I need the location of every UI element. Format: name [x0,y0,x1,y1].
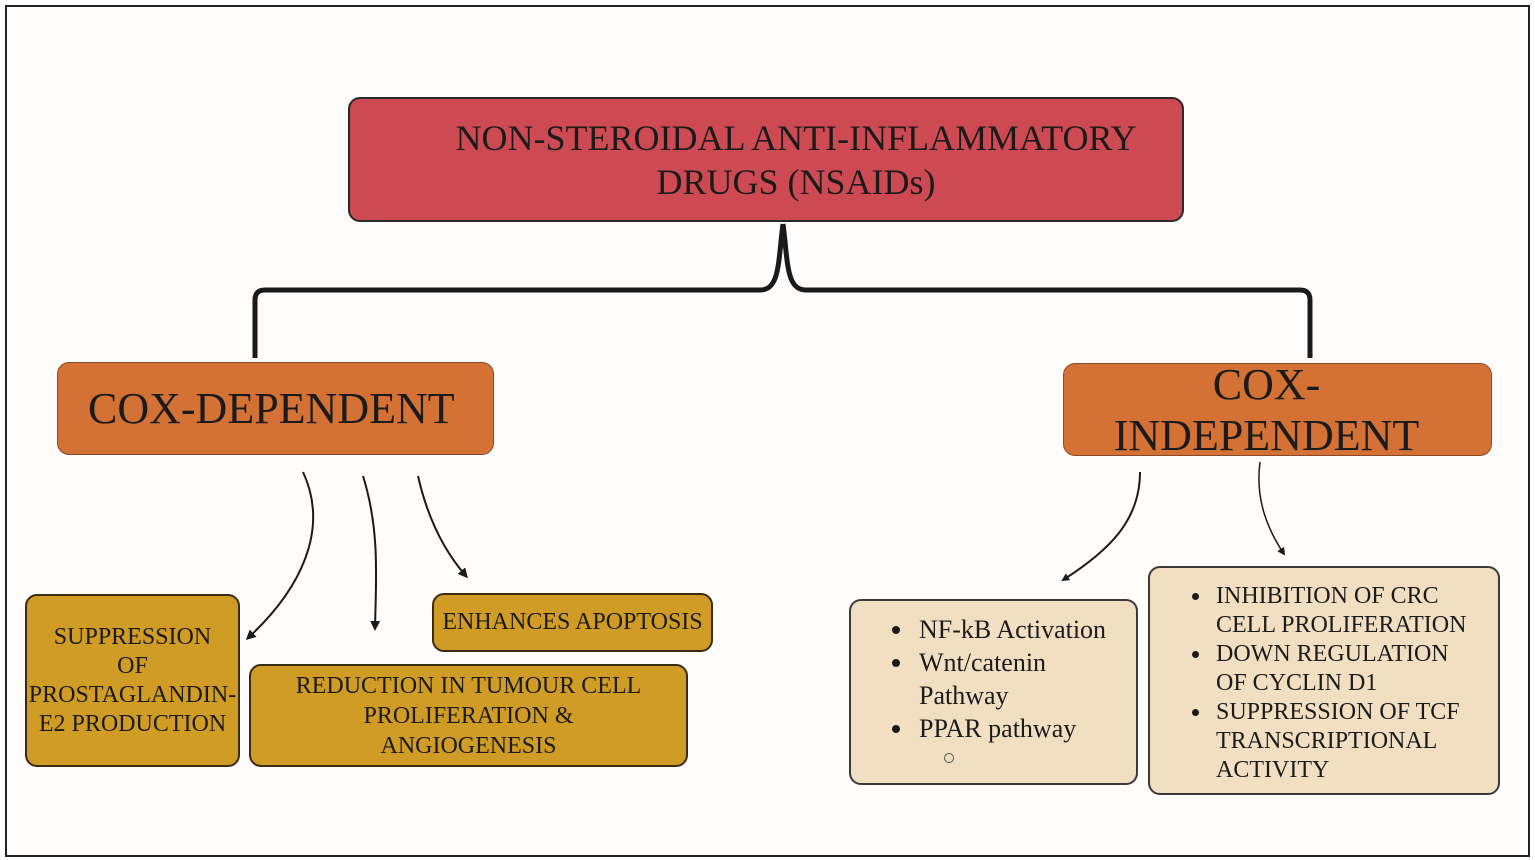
suppression-line: OF [117,652,148,679]
arrow-to-reduction [362,475,381,631]
list-item-line: CELL PROLIFERATION [1216,612,1467,638]
arrow-to-apoptosis [417,475,468,579]
list-item-line: ACTIVITY [1216,757,1330,783]
reduction-line: REDUCTION IN TUMOUR CELL [295,672,642,699]
list-item: NF-kB Activation [891,615,1107,644]
empty-bullet-icon [944,753,954,763]
bracket-right [780,223,1313,358]
list-item-line: SUPPRESSION OF TCF [1216,699,1460,725]
reduction-line: PROLIFERATION & [363,702,574,729]
node-cox-dependent: COX-DEPENDENT [57,362,494,455]
node-reduction-proliferation: REDUCTION IN TUMOUR CELL PROLIFERATION &… [249,664,688,767]
node-cox-independent: COX-INDEPENDENT [1063,360,1492,460]
reduction-line: ANGIOGENESIS [380,732,557,759]
list-item: PPAR pathway [891,712,1106,745]
list-item-line: OF CYCLIN D1 [1216,670,1378,696]
list-item-line: Pathway [919,681,1009,710]
list-item: DOWN REGULATION OF CYCLIN D1 [1191,640,1466,698]
cox-independent-label: COX-INDEPENDENT [1113,359,1420,460]
list-item-line: Wnt/catenin [919,648,1047,677]
node-enhances-apoptosis: ENHANCES APOPTOSIS [432,593,713,652]
list-item-line: TRANSCRIPTIONAL [1216,728,1438,754]
arrow-to-suppression [245,471,315,641]
apoptosis-label: ENHANCES APOPTOSIS [442,609,703,635]
suppression-line: PROSTAGLANDIN- [28,681,237,708]
root-title-line2: DRUGS (NSAIDs) [656,161,936,202]
effect-list: INHIBITION OF CRC CELL PROLIFERATION DOWN… [1150,582,1466,785]
list-item-line: DOWN REGULATION [1216,641,1449,667]
list-item-line: INHIBITION OF CRC [1216,583,1439,609]
list-item: SUPPRESSION OF TCF TRANSCRIPTIONAL ACTIVIT… [1191,698,1466,785]
arrow-to-mechanism-left [1061,471,1141,582]
bracket-left [252,223,786,358]
suppression-line: SUPPRESSION [53,623,212,650]
root-title-line1: NON-STEROIDAL ANTI-INFLAMMATORY [455,117,1137,158]
node-independent-effects: INHIBITION OF CRC CELL PROLIFERATION DOWN… [1148,566,1500,795]
arrow-to-mechanism-right [1258,461,1286,556]
cox-dependent-label: COX-DEPENDENT [88,384,455,433]
node-suppression-pge2: SUPPRESSION OF PROSTAGLANDIN- E2 PRODUCT… [25,594,240,767]
root-node-nsaids: NON-STEROIDAL ANTI-INFLAMMATORY DRUGS (N… [348,97,1184,222]
suppression-line: E2 PRODUCTION [38,710,227,737]
list-item: INHIBITION OF CRC CELL PROLIFERATION [1191,582,1467,640]
